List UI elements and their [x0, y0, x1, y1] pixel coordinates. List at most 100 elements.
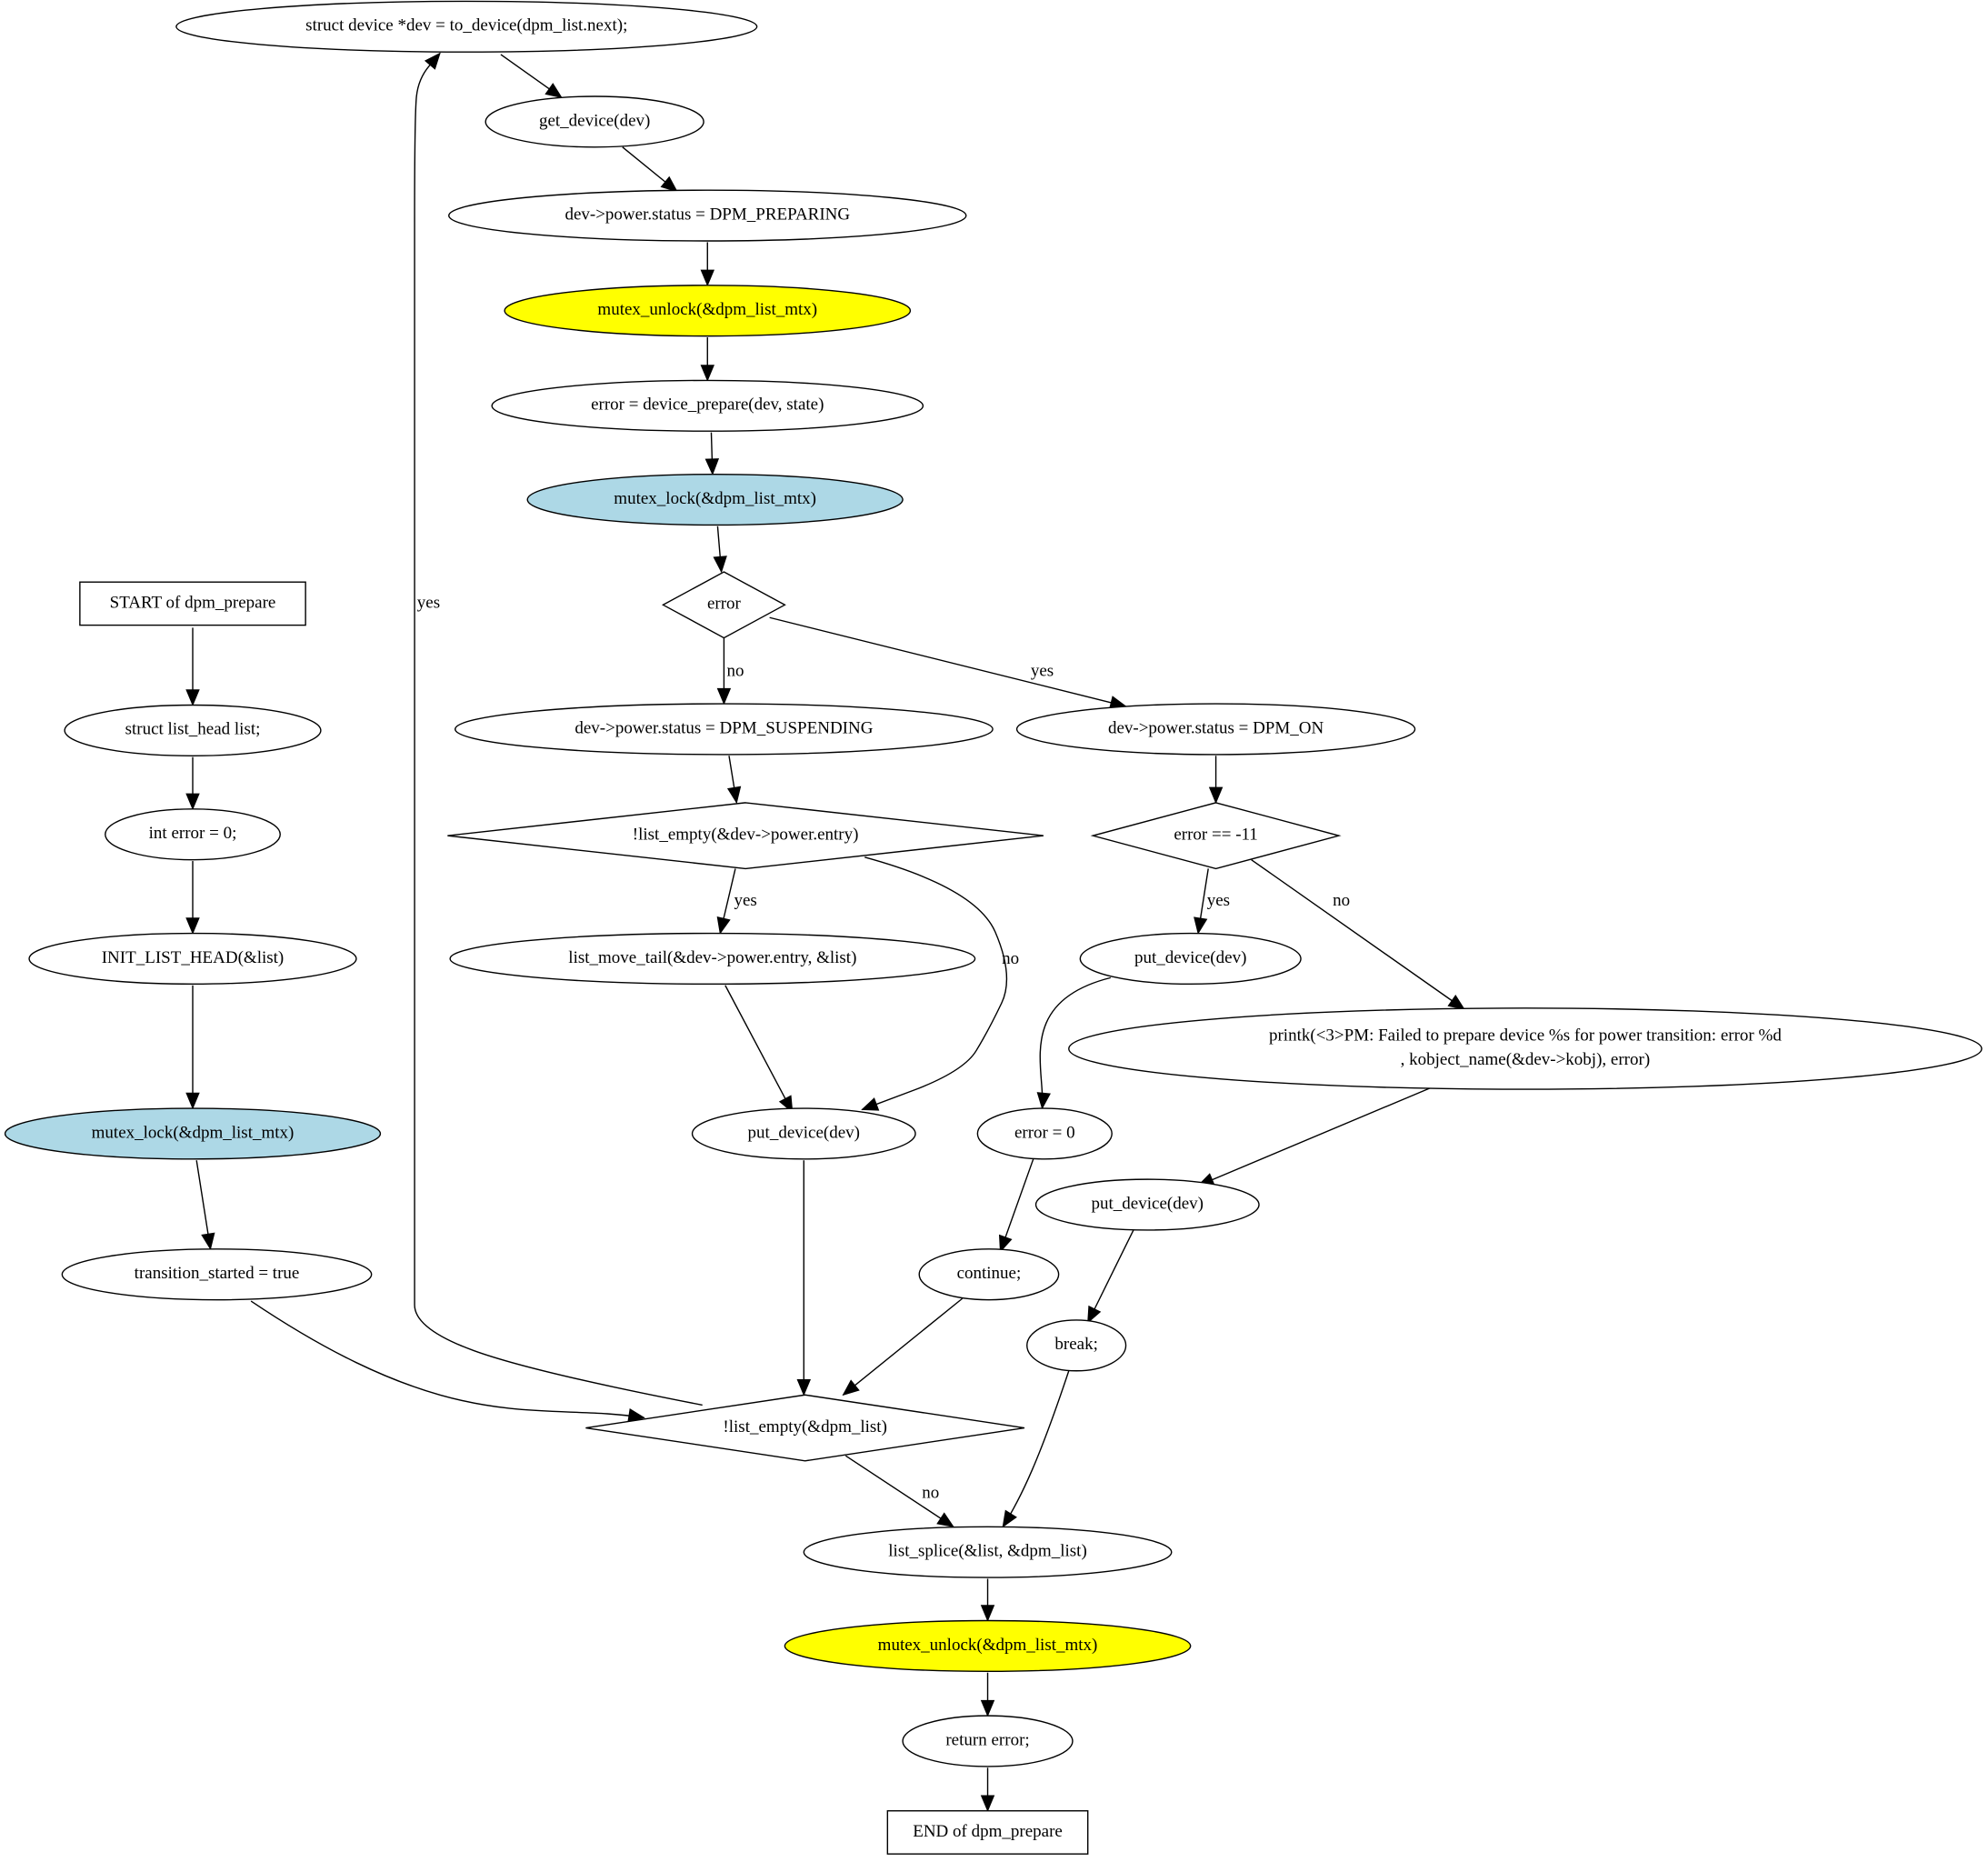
edge-line — [414, 53, 703, 1407]
node-start: START of dpm_prepare — [79, 581, 306, 626]
node-label: put_device(dev) — [748, 1123, 860, 1142]
node-ellipse — [61, 1248, 373, 1301]
node-label: continue; — [957, 1264, 1022, 1283]
edge-ret-end — [980, 1767, 995, 1813]
arrowhead — [936, 1512, 954, 1528]
node-get-dev-ptr: struct device *dev = to_device(dpm_list.… — [175, 0, 758, 53]
node-ellipse — [1026, 1319, 1127, 1372]
node-dev-prepare: error = device_prepare(dev, state) — [491, 379, 924, 432]
edge-init_list-lock1 — [185, 985, 200, 1110]
node-printk: printk(<3>PM: Failed to prepare device %… — [1068, 1007, 1983, 1090]
node-label: error — [707, 595, 742, 614]
node-decl-error: int error = 0; — [105, 808, 281, 861]
edge-line — [1002, 1370, 1070, 1527]
edge-entry_cond-put_a — [861, 856, 1008, 1111]
edge-line — [1197, 1087, 1431, 1186]
node-label: dev->power.status = DPM_PREPARING — [564, 205, 850, 224]
edge-label-no: no — [726, 662, 744, 681]
node-err-cond: error — [661, 571, 786, 639]
node-label: struct device *dev = to_device(dpm_list.… — [305, 16, 627, 35]
node-init-list: INIT_LIST_HEAD(&list) — [28, 932, 357, 986]
edge-lock1-trans — [195, 1160, 215, 1251]
node-put-b: put_device(dev) — [1079, 932, 1302, 986]
node-box — [79, 581, 306, 626]
node-label: return error; — [945, 1730, 1029, 1749]
node-ellipse — [1068, 1007, 1983, 1090]
edge-line — [1251, 859, 1465, 1010]
edge-brk-splice — [1002, 1370, 1070, 1528]
node-put-c: put_device(dev) — [1034, 1178, 1260, 1231]
node-ellipse — [485, 95, 704, 148]
edge-get_dev_ptr-get_device — [500, 54, 563, 99]
arrowhead — [185, 793, 200, 811]
edge-put_c-brk — [1087, 1229, 1134, 1324]
edge-get_device-preparing — [622, 146, 678, 193]
edge-err_zero-cont — [998, 1158, 1034, 1253]
node-ellipse — [691, 1107, 916, 1160]
edge-status_on-eagain_cond — [1208, 756, 1224, 805]
node-label: list_move_tail(&dev->power.entry, &list) — [568, 948, 856, 967]
node-ellipse — [1079, 932, 1302, 986]
node-label: !list_empty(&dpm_list) — [723, 1417, 887, 1437]
node-eagain-cond: error == -11 — [1090, 802, 1342, 870]
arrowhead — [700, 365, 715, 382]
node-ellipse — [455, 703, 994, 756]
node-label: dev->power.status = DPM_ON — [1108, 718, 1324, 737]
node-unlock2: mutex_unlock(&dpm_list_mtx) — [784, 1619, 1192, 1673]
edge-unlock1-dev_prepare — [700, 337, 715, 382]
node-label: error = device_prepare(dev, state) — [591, 395, 824, 415]
node-label: mutex_lock(&dpm_list_mtx) — [614, 489, 816, 508]
node-label: get_device(dev) — [539, 111, 650, 130]
node-ellipse — [449, 932, 976, 986]
node-label: dev->power.status = DPM_SUSPENDING — [574, 718, 873, 737]
arrowhead — [544, 83, 563, 99]
node-label: put_device(dev) — [1134, 948, 1246, 967]
node-move-tail: list_move_tail(&dev->power.entry, &list) — [449, 932, 976, 986]
edge-loop_cond-get_dev_ptr — [414, 52, 703, 1407]
node-ret: return error; — [902, 1715, 1074, 1767]
node-ellipse — [64, 704, 322, 756]
node-brk: break; — [1026, 1319, 1127, 1372]
node-label: printk(<3>PM: Failed to prepare device %… — [1269, 1026, 1782, 1046]
edge-label-no: no — [1333, 891, 1350, 910]
node-ellipse — [448, 189, 967, 242]
arrowhead — [998, 1234, 1013, 1253]
arrowhead — [796, 1379, 812, 1396]
edge-label-yes: yes — [734, 891, 756, 910]
arrowhead — [201, 1232, 215, 1251]
edge-line — [250, 1300, 644, 1419]
edge-trans-loop_cond — [250, 1300, 645, 1423]
node-err-zero: error = 0 — [976, 1107, 1113, 1160]
node-end: END of dpm_prepare — [886, 1810, 1089, 1855]
edge-put_a-loop_cond — [796, 1160, 812, 1396]
node-label: error == -11 — [1174, 826, 1257, 845]
edge-decl_error-init_list — [185, 861, 200, 935]
arrowhead — [726, 786, 742, 805]
node-label: int error = 0; — [149, 824, 237, 843]
edge-label-no: no — [922, 1483, 939, 1502]
node-get-device: get_device(dev) — [485, 95, 704, 148]
arrowhead — [1087, 1305, 1102, 1324]
node-diamond — [661, 571, 786, 639]
node-unlock1: mutex_unlock(&dpm_list_mtx) — [504, 285, 912, 337]
arrowhead — [713, 556, 727, 574]
node-label: put_device(dev) — [1092, 1194, 1204, 1213]
arrowhead — [1036, 1092, 1051, 1110]
node-status-on: dev->power.status = DPM_ON — [1015, 703, 1416, 756]
arrowhead — [1447, 995, 1466, 1010]
edge-lock2-err_cond — [713, 526, 727, 574]
node-label: struct list_head list; — [125, 720, 261, 739]
edge-err_cond-suspending — [716, 637, 732, 706]
arrowhead — [700, 269, 715, 287]
edge-line — [862, 856, 1008, 1111]
node-ellipse — [902, 1715, 1074, 1767]
arrowhead — [660, 175, 678, 193]
edge-unlock2-ret — [980, 1672, 995, 1717]
node-label: , kobject_name(&dev->kobj), error) — [1401, 1050, 1651, 1069]
arrowhead — [1002, 1509, 1017, 1528]
node-ellipse — [28, 932, 357, 986]
edge-decl_list-decl_error — [185, 756, 200, 811]
node-suspending: dev->power.status = DPM_SUSPENDING — [455, 703, 994, 756]
edge-printk-put_c — [1196, 1087, 1431, 1186]
